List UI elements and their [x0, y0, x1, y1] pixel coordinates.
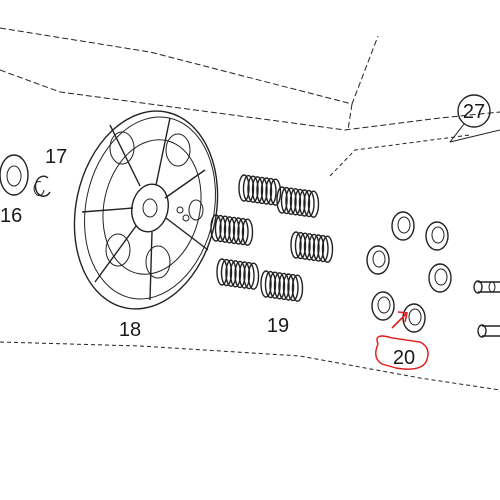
spring-cup: [366, 245, 390, 275]
coil-spring: [216, 258, 260, 290]
spring-cup: [428, 263, 452, 293]
coil-spring: [290, 231, 334, 263]
coil-spring: [276, 186, 320, 218]
spring-cup: [425, 221, 449, 251]
callout-27-label: 27: [463, 101, 485, 123]
coil-spring: [260, 270, 304, 302]
highlight-circle: [375, 335, 429, 370]
part-19-springs: [210, 174, 334, 302]
part-20-spring-cups: [366, 211, 452, 333]
highlight-arrow: [391, 313, 407, 329]
part-16-washer: 16: [0, 154, 29, 227]
callout-18-label: 18: [119, 319, 141, 341]
coil-spring: [210, 214, 254, 246]
dashed-frame: [0, 27, 500, 391]
part-18-pressure-plate: 18: [73, 110, 219, 341]
part-17-snap-ring: 17: [33, 146, 67, 197]
bolts: [473, 280, 500, 338]
callout-17-label: 17: [45, 146, 67, 168]
coil-spring: [238, 174, 282, 206]
callout-19-label: 19: [267, 315, 289, 337]
highlight-arrowhead: [397, 311, 408, 323]
callout-20: 20: [375, 311, 429, 370]
spring-cup: [391, 211, 415, 241]
spring-cup: [371, 291, 395, 321]
callout-16-label: 16: [0, 205, 22, 227]
callout-20-label: 20: [393, 347, 415, 369]
callout-27: 27: [449, 94, 491, 143]
